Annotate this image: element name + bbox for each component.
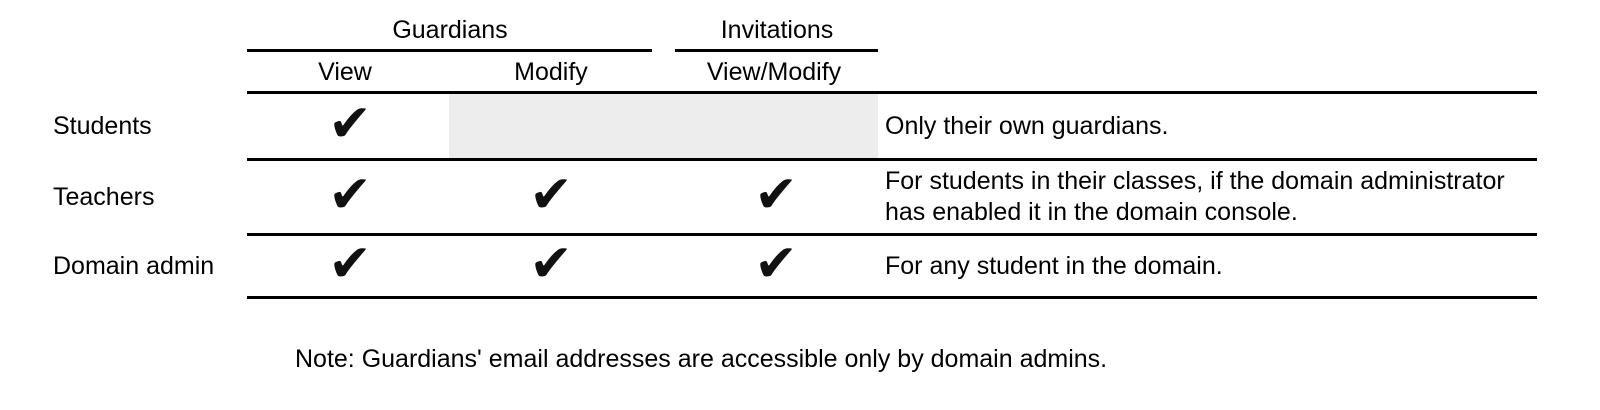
row-label: Teachers [53,182,155,211]
invitations-group-underline [675,49,878,52]
table-row: Teachers ✔ ✔ ✔ For students in their classes… [0,161,1600,233]
column-header-modify: Modify [514,58,588,86]
table-row: Students ✔ Only their own guardians. [0,94,1600,158]
checkmark-icon: ✔ [529,233,573,294]
row-divider-line [247,296,1537,299]
column-header-view: View [318,58,372,86]
table-row: Domain admin ✔ ✔ ✔ For any student in the do… [0,236,1600,296]
checkmark-icon: ✔ [754,233,798,294]
guardians-group-underline [247,49,652,52]
checkmark-icon: ✔ [754,164,798,225]
row-description: For any student in the domain. [885,251,1223,280]
row-label: Students [53,111,152,140]
row-divider-line [247,158,1537,161]
column-header-view-modify: View/Modify [706,58,842,86]
header-divider-line [247,91,1537,94]
checkmark-icon: ✔ [328,233,372,294]
column-group-invitations-label: Invitations [720,16,834,44]
row-divider-line [247,233,1537,236]
column-group-guardians-label: Guardians [392,16,508,44]
checkmark-icon: ✔ [328,164,372,225]
row-label: Domain admin [53,251,215,280]
note-text: Note: Guardians' email addresses are acc… [295,345,1108,373]
checkmark-icon: ✔ [529,164,573,225]
row-description: Only their own guardians. [885,111,1169,140]
row-description: For students in their classes, if the do… [885,167,1505,226]
disabled-cells-highlight [449,94,878,158]
checkmark-icon: ✔ [328,93,372,154]
